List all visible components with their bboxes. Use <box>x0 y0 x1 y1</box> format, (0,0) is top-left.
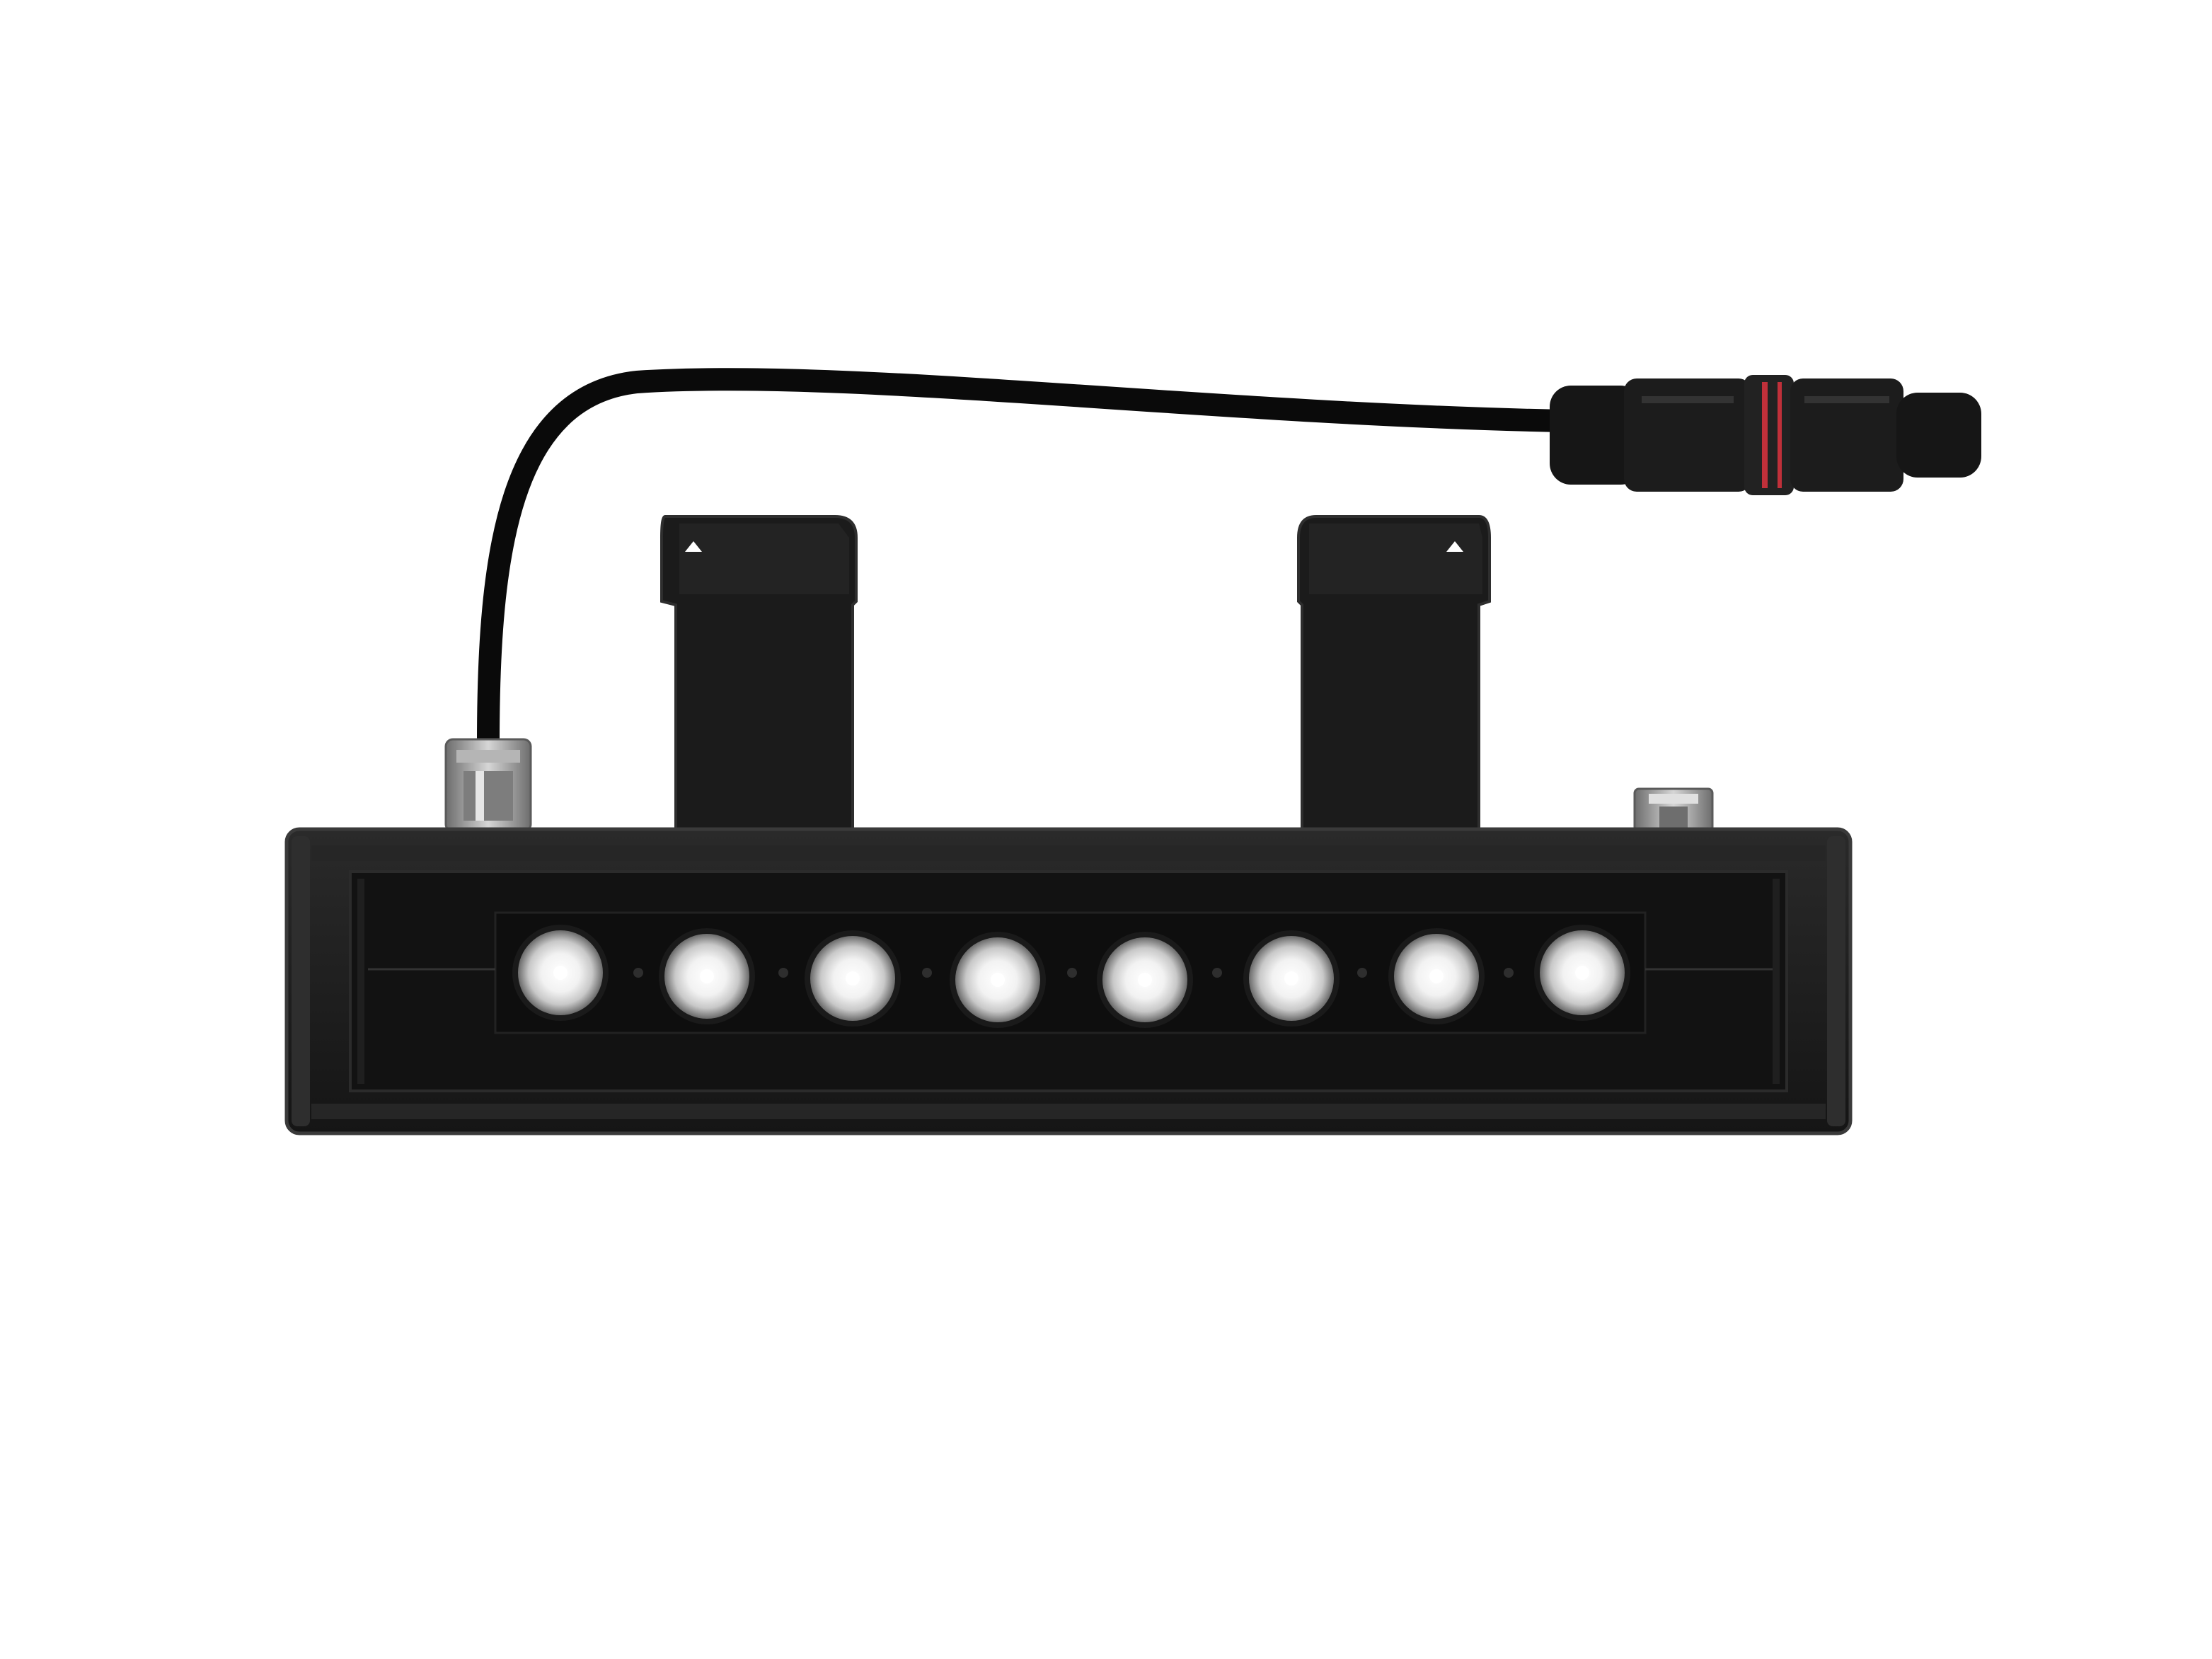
led-lens <box>950 932 1046 1028</box>
power-cable <box>477 368 1575 754</box>
led-lens <box>1534 925 1630 1021</box>
led-lens <box>1243 930 1340 1027</box>
mounting-bracket-right <box>1297 515 1491 833</box>
led-lens <box>512 925 609 1021</box>
led-array <box>512 925 1630 1028</box>
cable-gland-icon <box>444 738 532 833</box>
led-lens <box>659 928 755 1024</box>
led-lens <box>1097 932 1193 1028</box>
waterproof-connector <box>1550 375 1981 495</box>
mounting-bracket-left <box>660 515 858 833</box>
end-plug-icon <box>1633 787 1714 833</box>
led-lens <box>1388 928 1485 1024</box>
led-lens <box>805 930 901 1027</box>
